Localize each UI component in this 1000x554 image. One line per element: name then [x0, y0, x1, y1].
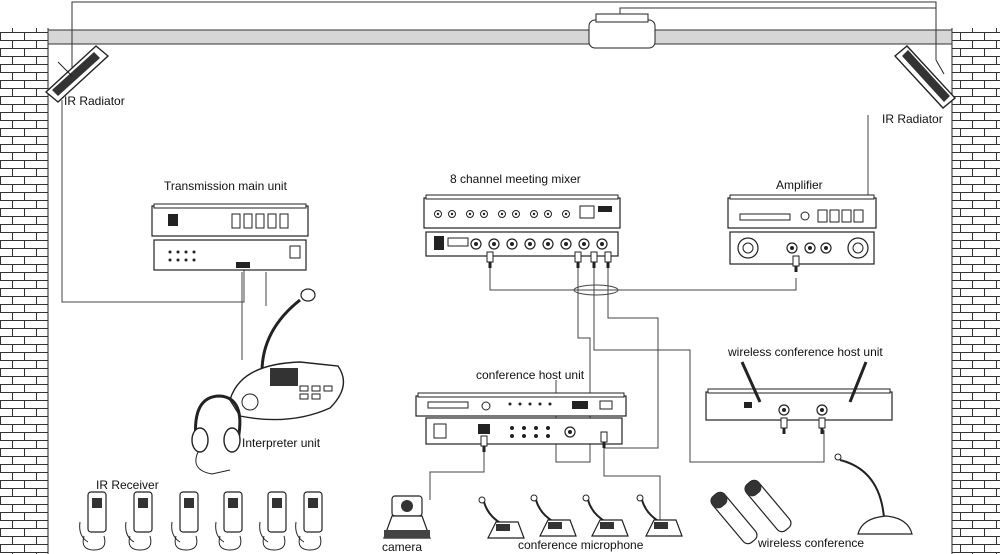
- transmission-main-unit-label: Transmission main unit: [164, 179, 287, 193]
- signal-wiring: [61, 100, 869, 520]
- brick-wall-right: [951, 28, 1000, 554]
- wireless-handheld-mics: [710, 479, 792, 545]
- gooseneck-microphone-icon: [582, 494, 629, 537]
- rack-device-icon: [415, 392, 627, 453]
- camera-label: camera: [382, 540, 423, 554]
- wireless-conference-label: wireless conference: [758, 536, 865, 550]
- ir-receiver-icon: [171, 491, 199, 551]
- headphones-icon: [191, 394, 242, 475]
- conference-host-unit-label: conference host unit: [476, 368, 585, 382]
- brick-wall-left: [0, 28, 49, 554]
- conference-microphone-label: conference microphone: [518, 538, 644, 552]
- ir-receiver-label: IR Receiver: [96, 478, 159, 492]
- rack-device-icon: [705, 361, 893, 435]
- gooseneck-microphone-icon: [834, 453, 913, 535]
- ir-radiator-right-label: IR Radiator: [882, 112, 943, 126]
- amplifier: [727, 194, 877, 273]
- rack-device-icon: [727, 194, 877, 273]
- conference-microphones: [478, 494, 683, 539]
- camera-icon: [383, 495, 431, 539]
- ceiling-beam-icon: [47, 29, 953, 45]
- gooseneck-microphone-icon: [636, 494, 683, 537]
- wireless-host-unit-label: wireless conference host unit: [728, 345, 883, 359]
- ir-receiver-icon: [259, 491, 287, 551]
- gooseneck-microphone-icon: [530, 494, 577, 537]
- ceiling-wires: [71, 1, 937, 70]
- ir-radiator-right: [893, 45, 957, 109]
- brick-wall-icon: [0, 28, 48, 554]
- wireless-conference-mic: [834, 453, 913, 535]
- ir-receiver-icon: [295, 491, 323, 551]
- handheld-microphone-icon: [744, 479, 792, 533]
- ir-radiator-icon: [44, 45, 110, 103]
- ir-radiator-left-label: IR Radiator: [64, 94, 125, 108]
- ir-receiver-icon: [215, 491, 243, 551]
- rack-device-icon: [423, 194, 621, 269]
- gooseneck-microphone-icon: [260, 288, 316, 373]
- ir-receiver-icon: [125, 491, 153, 551]
- ir-radiator-left: [44, 45, 110, 103]
- transmission-main-unit: [151, 203, 309, 271]
- meeting-mixer-label: 8 channel meeting mixer: [450, 172, 581, 186]
- wireless-host-unit: [705, 361, 893, 435]
- gooseneck-microphone-icon: [478, 496, 525, 539]
- ir-receivers: [79, 491, 323, 551]
- amplifier-label: Amplifier: [776, 178, 823, 192]
- rack-device-icon: [151, 203, 309, 271]
- ceiling-speaker-icon: [588, 13, 656, 49]
- conference-host-unit: [415, 392, 627, 453]
- interpreter-unit-label: Interpreter unit: [242, 436, 321, 450]
- meeting-mixer: [423, 194, 621, 269]
- handheld-microphone-icon: [710, 491, 758, 545]
- brick-wall-icon: [952, 28, 1000, 554]
- ir-receiver-icon: [79, 491, 107, 551]
- interpreter-unit: [191, 288, 345, 475]
- ir-radiator-icon: [893, 45, 957, 109]
